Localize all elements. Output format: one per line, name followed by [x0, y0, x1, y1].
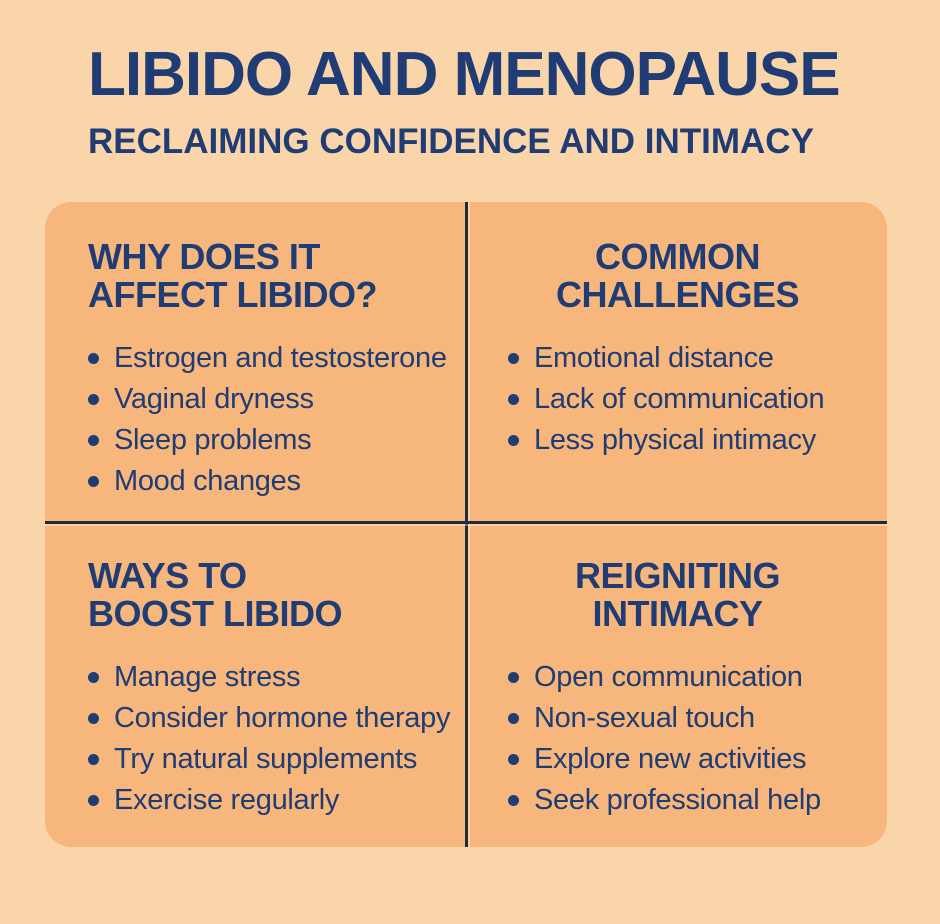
- list-item: Try natural supplements: [88, 739, 455, 780]
- quadrant-ways-to-boost: WAYS TO BOOST LIBIDO Manage stress Consi…: [45, 524, 465, 847]
- list-item: Lack of communication: [508, 379, 887, 420]
- bullet-dot: [88, 476, 99, 487]
- bullet-text: Consider hormone therapy: [114, 702, 451, 734]
- bullet-dot: [508, 353, 519, 364]
- bullet-text: Sleep problems: [114, 424, 312, 456]
- heading-line: WAYS TO: [88, 555, 247, 596]
- quadrant-heading: COMMON CHALLENGES: [468, 238, 887, 314]
- bullet-text: Less physical intimacy: [534, 424, 816, 456]
- quadrant-heading: WAYS TO BOOST LIBIDO: [88, 557, 455, 633]
- page-title: LIBIDO AND MENOPAUSE: [88, 40, 841, 109]
- bullet-list: Open communication Non-sexual touch Expl…: [468, 657, 887, 821]
- quadrant-heading: WHY DOES IT AFFECT LIBIDO?: [88, 238, 455, 314]
- page-subtitle: RECLAIMING CONFIDENCE AND INTIMACY: [88, 122, 814, 161]
- bullet-text: Try natural supplements: [114, 743, 418, 775]
- bullet-dot: [88, 394, 99, 405]
- bullet-text: Non-sexual touch: [534, 702, 755, 734]
- list-item: Estrogen and testosterone: [88, 338, 455, 379]
- heading-line: INTIMACY: [592, 593, 764, 634]
- list-item: Mood changes: [88, 461, 455, 502]
- quadrant-card: WHY DOES IT AFFECT LIBIDO? Estrogen and …: [45, 202, 887, 847]
- bullet-dot: [508, 795, 519, 806]
- heading-line: AFFECT LIBIDO?: [88, 274, 377, 315]
- list-item: Seek professional help: [508, 780, 887, 821]
- list-item: Consider hormone therapy: [88, 698, 455, 739]
- bullet-text: Seek professional help: [534, 784, 821, 816]
- heading-line: WHY DOES IT: [88, 236, 320, 277]
- list-item: Sleep problems: [88, 420, 455, 461]
- bullet-text: Manage stress: [114, 661, 301, 693]
- bullet-dot: [508, 754, 519, 765]
- list-item: Vaginal dryness: [88, 379, 455, 420]
- bullet-dot: [88, 353, 99, 364]
- list-item: Exercise regularly: [88, 780, 455, 821]
- bullet-dot: [508, 672, 519, 683]
- list-item: Less physical intimacy: [508, 420, 887, 461]
- heading-line: REIGNITING: [574, 555, 781, 596]
- quadrant-heading: REIGNITING INTIMACY: [468, 557, 887, 633]
- list-item: Explore new activities: [508, 739, 887, 780]
- vertical-divider: [465, 202, 468, 847]
- quadrant-why-affect-libido: WHY DOES IT AFFECT LIBIDO? Estrogen and …: [45, 202, 465, 521]
- bullet-list: Estrogen and testosterone Vaginal drynes…: [88, 338, 455, 502]
- list-item: Emotional distance: [508, 338, 887, 379]
- quadrant-common-challenges: COMMON CHALLENGES Emotional distance Lac…: [468, 202, 887, 521]
- bullet-text: Lack of communication: [534, 383, 825, 415]
- horizontal-divider: [45, 521, 887, 524]
- bullet-dot: [88, 435, 99, 446]
- bullet-text: Estrogen and testosterone: [114, 342, 447, 374]
- infographic-header: LIBIDO AND MENOPAUSE RECLAIMING CONFIDEN…: [88, 40, 841, 161]
- bullet-text: Exercise regularly: [114, 784, 340, 816]
- bullet-text: Open communication: [534, 661, 803, 693]
- bullet-text: Emotional distance: [534, 342, 774, 374]
- bullet-text: Mood changes: [114, 465, 301, 497]
- list-item: Manage stress: [88, 657, 455, 698]
- bullet-dot: [88, 754, 99, 765]
- quadrant-reigniting-intimacy: REIGNITING INTIMACY Open communication N…: [468, 524, 887, 847]
- bullet-dot: [88, 672, 99, 683]
- list-item: Non-sexual touch: [508, 698, 887, 739]
- bullet-list: Emotional distance Lack of communication…: [468, 338, 887, 461]
- bullet-dot: [508, 394, 519, 405]
- heading-line: COMMON: [595, 236, 760, 277]
- list-item: Open communication: [508, 657, 887, 698]
- heading-line: CHALLENGES: [555, 274, 800, 315]
- bullet-dot: [88, 795, 99, 806]
- bullet-text: Explore new activities: [534, 743, 807, 775]
- bullet-dot: [508, 713, 519, 724]
- heading-line: BOOST LIBIDO: [88, 593, 343, 634]
- bullet-list: Manage stress Consider hormone therapy T…: [88, 657, 455, 821]
- bullet-text: Vaginal dryness: [114, 383, 314, 415]
- bullet-dot: [88, 713, 99, 724]
- bullet-dot: [508, 435, 519, 446]
